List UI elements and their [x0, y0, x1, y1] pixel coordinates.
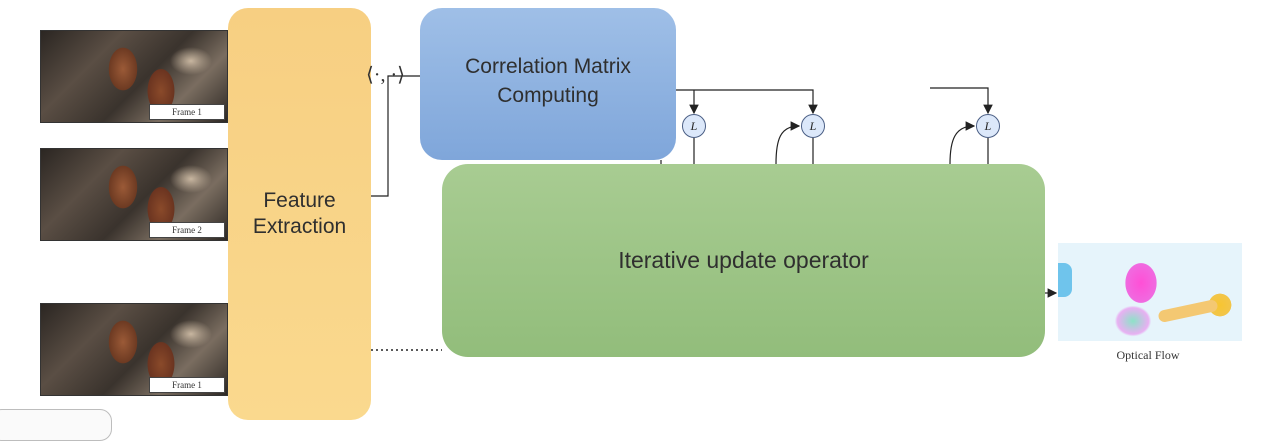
feedback-arrow: [775, 121, 801, 165]
iterative-update-label: Iterative update operator: [618, 247, 869, 273]
correlation-label: Correlation Matrix Computing: [465, 55, 631, 108]
iterative-update-block: Iterative update operator: [442, 164, 1045, 357]
optical-flow-label: Optical Flow: [1116, 348, 1180, 362]
correlation-matrix-block: Correlation Matrix Computing: [420, 8, 676, 160]
lookup-node: L: [976, 114, 1000, 138]
lookup-node: L: [801, 114, 825, 138]
correlation-to-lookup-line: [930, 87, 993, 115]
input-frame-image: Frame 1: [40, 303, 228, 396]
connector-lines: [371, 75, 1058, 351]
input-frame-image: Frame 2: [40, 148, 228, 241]
inner-product-symbol: ⟨·, ·⟩: [366, 64, 405, 86]
partial-tab[interactable]: [0, 409, 112, 441]
optical-flow-image: [1058, 243, 1242, 341]
frame-label: Frame 1: [149, 377, 225, 393]
lookup-node: L: [682, 114, 706, 138]
correlation-to-lookup-line: [676, 89, 818, 115]
feedback-arrow: [949, 121, 976, 165]
feature-to-correlation-line: [371, 75, 420, 197]
feature-extraction-block: Feature Extraction: [228, 8, 371, 420]
feature-extraction-label: Feature Extraction: [252, 188, 347, 238]
input-frame-image: Frame 1: [40, 30, 228, 123]
frame-label: Frame 1: [149, 104, 225, 120]
frame-label: Frame 2: [149, 222, 225, 238]
